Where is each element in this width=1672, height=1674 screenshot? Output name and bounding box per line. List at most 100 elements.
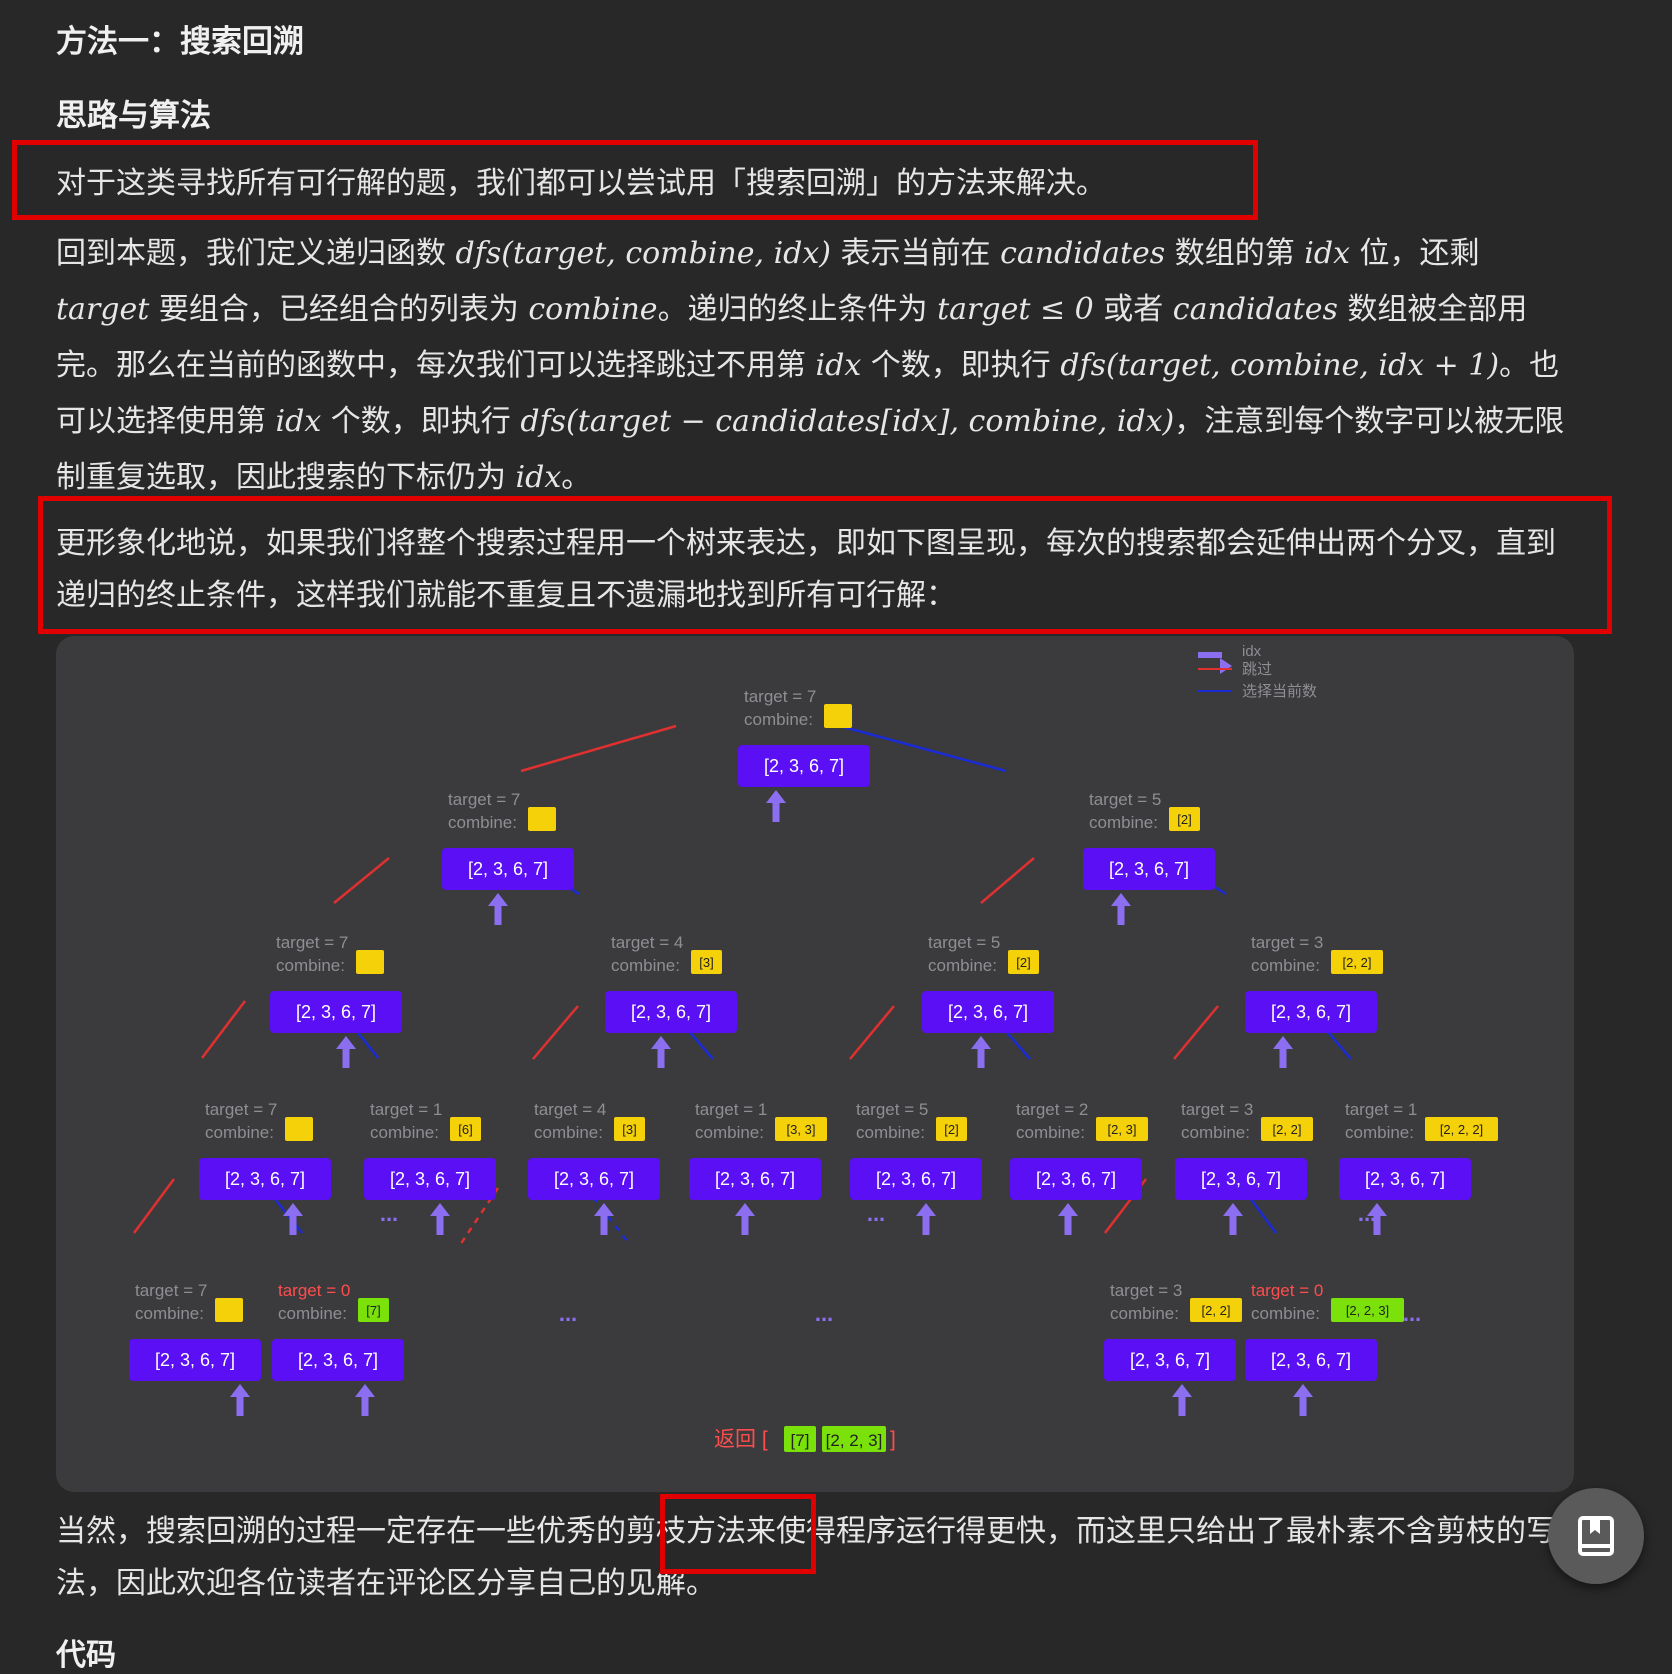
highlight-box	[38, 496, 1612, 634]
array-node	[1010, 1158, 1142, 1200]
idx-arrow-shaft	[1178, 1396, 1186, 1416]
skip-edge	[201, 1000, 246, 1059]
result-value: [2, 2, 3]	[826, 1431, 883, 1450]
node-target-label: target = 5	[928, 933, 1000, 952]
combine-badge	[1008, 950, 1039, 974]
legend-label: 选择当前数	[1242, 683, 1317, 700]
idx-arrow-icon	[766, 790, 786, 803]
combine-value: [3, 3]	[787, 1122, 816, 1137]
combine-badge	[1096, 1117, 1148, 1141]
array-node	[272, 1339, 404, 1381]
idx-arrow-shaft	[657, 1048, 665, 1068]
node-target-label: target = 0	[1251, 1281, 1323, 1300]
node-target-label: target = 5	[856, 1100, 928, 1119]
math-candidates: candidates	[1000, 236, 1166, 271]
combine-badge	[775, 1117, 827, 1141]
array-node	[1245, 1339, 1377, 1381]
result-label: 返回 [	[714, 1428, 768, 1451]
array-node-label: [2, 3, 6, 7]	[1109, 859, 1189, 879]
idx-arrow-icon	[355, 1384, 375, 1397]
array-node	[605, 991, 737, 1033]
node-combine-label: combine:	[1345, 1123, 1414, 1142]
intro-paragraph: 对于这类寻找所有可行解的题，我们都可以尝试用「搜索回溯」的方法来解决。	[56, 166, 1106, 201]
array-node	[442, 848, 574, 890]
array-node	[1083, 848, 1215, 890]
ellipsis-marker: ...	[1358, 1201, 1376, 1226]
idx-arrow-icon	[488, 893, 508, 906]
skip-edge	[532, 1005, 579, 1060]
idx-arrow-shaft	[772, 802, 780, 822]
result-badge	[822, 1426, 886, 1452]
text-span: 要组合，已经组合的列表为	[149, 292, 529, 327]
node-combine-label: combine:	[370, 1123, 439, 1142]
legend-label: idx	[1242, 643, 1262, 660]
text-span: 位，还剩	[1350, 236, 1480, 271]
array-node-label: [2, 3, 6, 7]	[390, 1169, 470, 1189]
notes-fab-button[interactable]	[1548, 1488, 1644, 1584]
array-node-label: [2, 3, 6, 7]	[715, 1169, 795, 1189]
node-combine-label: combine:	[695, 1123, 764, 1142]
math-dfs-call: dfs(target, combine, idx)	[455, 236, 832, 271]
idx-arrow-icon	[336, 1036, 356, 1049]
combine-badge	[528, 807, 556, 831]
idx-arrow-icon	[735, 1203, 755, 1216]
math-dfs-choose: dfs(target − candidates[idx], combine, i…	[520, 404, 1175, 439]
combine-badge	[450, 1117, 481, 1141]
combine-badge	[1331, 1298, 1404, 1322]
combine-badge	[1190, 1298, 1242, 1322]
node-target-label: target = 1	[370, 1100, 442, 1119]
combine-value: [6]	[458, 1122, 472, 1137]
idx-arrow-icon	[594, 1203, 614, 1216]
array-node-label: [2, 3, 6, 7]	[554, 1169, 634, 1189]
idx-arrow-shaft	[741, 1215, 749, 1235]
combine-value: [2, 2, 3]	[1346, 1303, 1389, 1318]
choose-edge	[839, 724, 1007, 773]
code-heading-partial: 代码	[56, 1638, 116, 1673]
text-span: 数组的第	[1165, 236, 1305, 271]
combine-value: [2, 2]	[1343, 955, 1372, 970]
text-span: 。	[561, 460, 592, 495]
combine-value: [2]	[1016, 955, 1030, 970]
idx-arrow-shaft	[1299, 1396, 1307, 1416]
array-node	[528, 1158, 660, 1200]
idx-arrow-icon	[971, 1036, 991, 1049]
array-node-label: [2, 3, 6, 7]	[1365, 1169, 1445, 1189]
result-close: ]	[890, 1428, 896, 1451]
math-idx: idx	[515, 460, 562, 495]
array-node-label: [2, 3, 6, 7]	[468, 859, 548, 879]
idx-arrow-icon	[230, 1384, 250, 1397]
node-combine-label: combine:	[744, 710, 813, 729]
idx-arrow-icon	[1058, 1203, 1078, 1216]
idx-arrow-shaft	[1229, 1215, 1237, 1235]
idx-arrow-icon	[1367, 1203, 1387, 1216]
skip-edge	[333, 857, 390, 904]
node-target-label: target = 3	[1110, 1281, 1182, 1300]
text-span: 回到本题，我们定义递归函数	[56, 236, 456, 271]
idx-arrow-icon	[1111, 893, 1131, 906]
combine-badge	[1261, 1117, 1313, 1141]
section-heading: 方法一：搜索回溯	[56, 24, 304, 60]
array-node-label: [2, 3, 6, 7]	[1036, 1169, 1116, 1189]
text-span: 个数，即执行	[321, 404, 521, 439]
array-node-label: [2, 3, 6, 7]	[298, 1350, 378, 1370]
node-target-label: target = 4	[611, 933, 683, 952]
highlight-box	[12, 140, 1258, 220]
idx-arrow-shaft	[342, 1048, 350, 1068]
text-span: 表示当前在	[831, 236, 1001, 271]
ellipsis-marker: ...	[559, 1301, 577, 1326]
node-target-label: target = 7	[744, 687, 816, 706]
subsection-heading: 思路与算法	[56, 98, 211, 134]
book-bookmark-icon	[1578, 1516, 1614, 1556]
node-target-label: target = 2	[1016, 1100, 1088, 1119]
ellipsis-marker: ...	[867, 1201, 885, 1226]
idx-arrow-icon	[651, 1036, 671, 1049]
combine-badge	[614, 1117, 645, 1141]
node-target-label: target = 7	[205, 1100, 277, 1119]
node-combine-label: combine:	[448, 813, 517, 832]
idx-arrow-icon	[1293, 1384, 1313, 1397]
node-combine-label: combine:	[135, 1304, 204, 1323]
combine-badge	[936, 1117, 967, 1141]
legend-label: 跳过	[1242, 661, 1272, 678]
array-node	[1175, 1158, 1307, 1200]
combine-value: [2, 2]	[1273, 1122, 1302, 1137]
